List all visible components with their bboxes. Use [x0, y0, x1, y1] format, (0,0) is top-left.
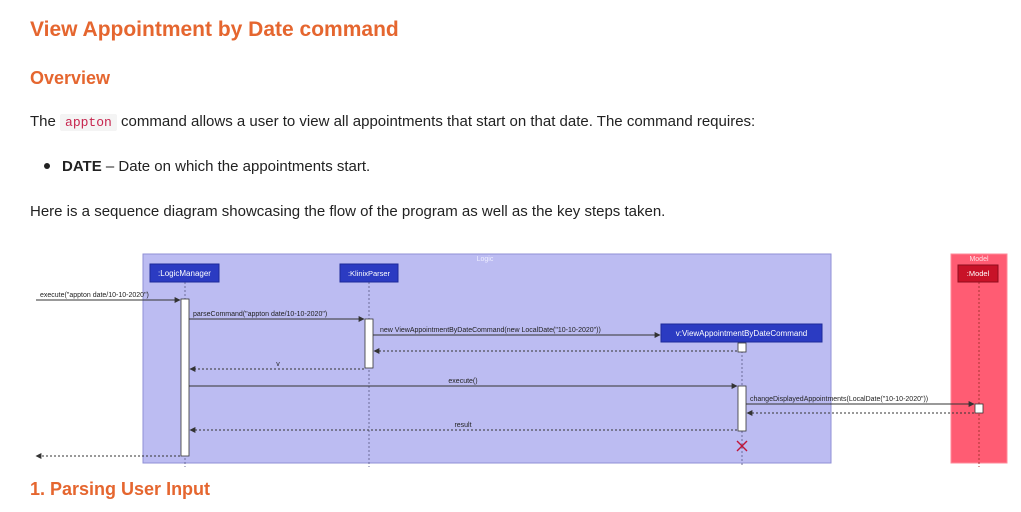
intro-text-before: The	[30, 113, 61, 130]
change-displayed-label: changeDisplayedAppointments(LocalDate("1…	[750, 396, 928, 403]
requirement-term: DATE	[62, 158, 102, 175]
result-label: result	[454, 422, 471, 429]
execute-call-label: execute("appton date/10-10-2020")	[40, 292, 149, 299]
parse-command-label: parseCommand("appton date/10-10-2020")	[193, 311, 327, 318]
logic-manager-box	[149, 263, 220, 283]
command-activation-2	[737, 385, 747, 432]
diagram-intro-paragraph: Here is a sequence diagram showcasing th…	[30, 203, 666, 220]
intro-paragraph: The appton command allows a user to view…	[30, 113, 756, 131]
bullet-icon	[44, 163, 50, 170]
logic-frame	[142, 253, 832, 464]
destroy-icon	[736, 440, 748, 452]
overview-heading: Overview	[30, 68, 111, 88]
new-command-label: new ViewAppointmentByDateCommand(new Loc…	[380, 327, 601, 334]
return-v-label: v	[276, 361, 280, 368]
intro-text-after: command allows a user to view all appoin…	[116, 113, 756, 130]
requirement-list-item: DATE – Date on which the appointments st…	[44, 158, 370, 175]
command-activation-1	[737, 342, 747, 353]
command-box	[660, 323, 823, 343]
logic-manager-label: :LogicManager	[158, 269, 211, 278]
model-activation	[974, 403, 984, 414]
parser-activation	[364, 318, 374, 369]
logic-frame-label: Logic	[477, 256, 494, 263]
model-box	[957, 264, 999, 283]
requirement-description: – Date on which the appointments start.	[101, 158, 371, 175]
page-title: View Appointment by Date command	[30, 18, 399, 41]
model-frame-label: Model	[969, 256, 989, 263]
parser-box	[339, 263, 399, 283]
execute-label: execute()	[448, 378, 477, 385]
parsing-user-input-heading: 1. Parsing User Input	[30, 479, 211, 499]
command-code: appton	[60, 114, 117, 131]
parser-label: :KlinixParser	[348, 269, 391, 278]
model-label: :Model	[967, 269, 990, 278]
logic-manager-activation	[180, 298, 190, 457]
sequence-diagram: Logic Model :LogicManager :KlinixParser …	[35, 253, 1008, 467]
command-label: v:ViewAppointmentByDateCommand	[676, 329, 807, 338]
